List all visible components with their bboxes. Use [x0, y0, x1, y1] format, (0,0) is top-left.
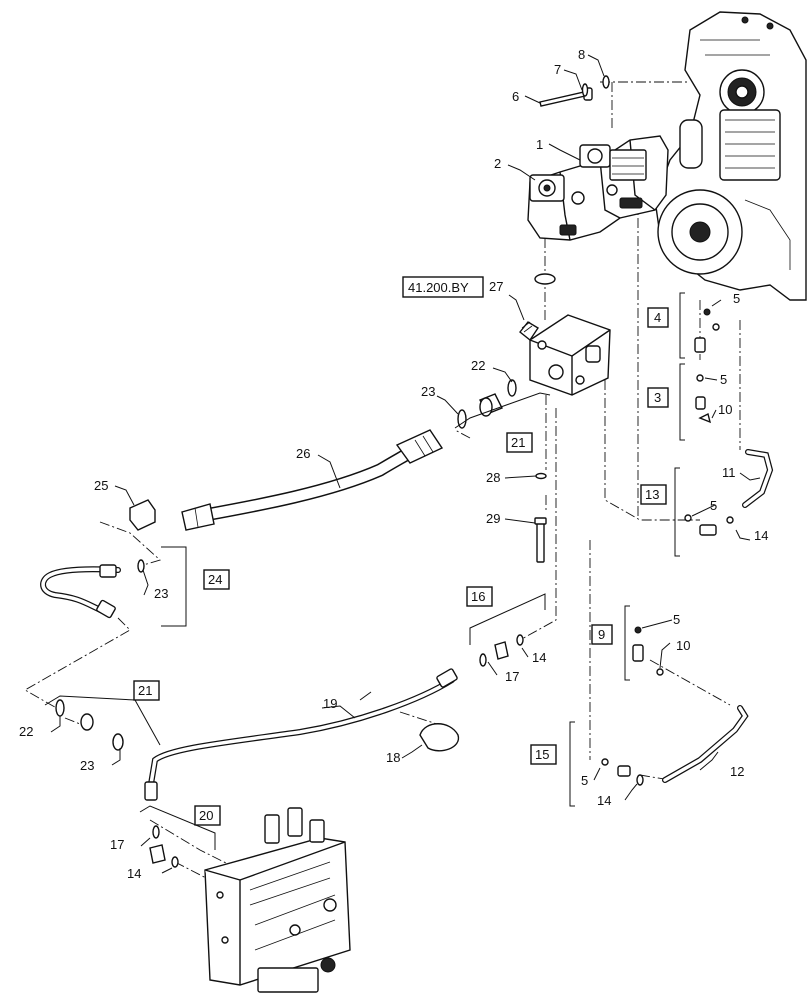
callout-7: 7 — [554, 62, 561, 77]
adapter-fitting-21-lower — [55, 699, 124, 751]
hose-26 — [181, 429, 444, 531]
callout-23-lower: 23 — [80, 758, 94, 773]
svg-text:20: 20 — [199, 808, 213, 823]
callout-labels: 1 2 6 7 8 27 22 23 26 25 28 29 23 14 17 … — [19, 47, 768, 881]
callout-5-b: 5 — [720, 372, 727, 387]
callout-10-a: 10 — [718, 402, 732, 417]
box-24: 24 — [203, 569, 230, 590]
callout-29: 29 — [486, 511, 500, 526]
svg-text:21: 21 — [511, 435, 525, 450]
callout-25: 25 — [94, 478, 108, 493]
callout-27: 27 — [489, 279, 503, 294]
pump-o-ring — [534, 273, 556, 285]
box-3: 3 — [647, 387, 669, 408]
svg-text:21: 21 — [138, 683, 152, 698]
callout-10-b: 10 — [676, 638, 690, 653]
tube-11 — [742, 449, 774, 508]
control-valve-bank — [204, 807, 351, 993]
box-15: 15 — [530, 744, 557, 765]
callout-19: 19 — [323, 696, 337, 711]
callout-11: 11 — [722, 465, 736, 480]
callout-23-upper: 23 — [421, 384, 435, 399]
strap-18 — [419, 723, 460, 752]
callout-14-mid: 14 — [532, 650, 546, 665]
callout-6: 6 — [512, 89, 519, 104]
right-fittings — [601, 308, 734, 786]
seal-and-bolt — [534, 472, 547, 563]
callout-22-upper: 22 — [471, 358, 485, 373]
fitting-20 — [149, 825, 179, 868]
tube-assembly-24 — [40, 559, 145, 619]
transmission-housing — [654, 11, 807, 301]
svg-text:41.200.BY: 41.200.BY — [408, 280, 469, 295]
callout-5-a: 5 — [733, 291, 740, 306]
svg-text:4: 4 — [654, 310, 661, 325]
svg-text:9: 9 — [598, 627, 605, 642]
callout-5-c: 5 — [710, 498, 717, 513]
svg-text:24: 24 — [208, 572, 222, 587]
callout-18: 18 — [386, 750, 400, 765]
callout-23-mid: 23 — [154, 586, 168, 601]
reference-box[interactable]: 41.200.BY — [402, 276, 484, 298]
callout-22-lower: 22 — [19, 724, 33, 739]
hydraulic-pump-assembly — [527, 135, 669, 241]
box-4: 4 — [647, 307, 669, 328]
callout-26: 26 — [296, 446, 310, 461]
callout-12: 12 — [730, 764, 744, 779]
box-9: 9 — [591, 624, 613, 645]
callout-5-e: 5 — [581, 773, 588, 788]
callout-17-lower: 17 — [110, 837, 124, 852]
callout-17-mid: 17 — [505, 669, 519, 684]
leader-lines — [50, 54, 761, 874]
callout-5-d: 5 — [673, 612, 680, 627]
svg-text:16: 16 — [471, 589, 485, 604]
box-21-lower: 21 — [133, 680, 160, 701]
box-21-upper: 21 — [506, 432, 533, 453]
svg-text:3: 3 — [654, 390, 661, 405]
box-16: 16 — [466, 586, 493, 607]
hose-19 — [144, 668, 458, 801]
box-20: 20 — [194, 805, 221, 826]
bolt-washer-set — [539, 75, 610, 107]
valve-block — [519, 314, 611, 396]
svg-text:15: 15 — [535, 747, 549, 762]
callout-2: 2 — [494, 156, 501, 171]
tube-12 — [662, 705, 749, 783]
svg-text:13: 13 — [645, 487, 659, 502]
callout-14-d: 14 — [597, 793, 611, 808]
callout-1: 1 — [536, 137, 543, 152]
clamp-25 — [129, 499, 156, 531]
callout-28: 28 — [486, 470, 500, 485]
fitting-16 — [479, 634, 524, 667]
group-brackets — [44, 292, 685, 850]
callout-14-lower: 14 — [127, 866, 141, 881]
box-13: 13 — [640, 484, 667, 505]
group-boxes: 4 3 13 9 15 16 21 21 — [133, 276, 669, 826]
callout-14-c: 14 — [754, 528, 768, 543]
callout-8: 8 — [578, 47, 585, 62]
